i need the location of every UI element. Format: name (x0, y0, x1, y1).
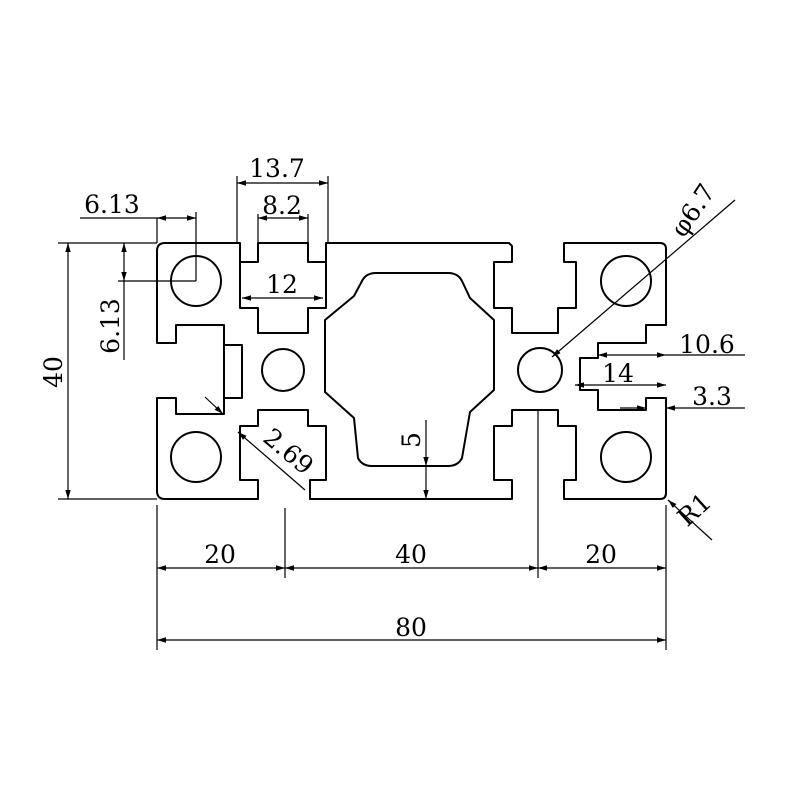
left-web (223, 345, 243, 398)
dim-right-slot-width: 14 (602, 359, 634, 388)
top-slot-inner (239, 262, 327, 334)
dim-middle-section: 40 (395, 540, 427, 569)
dim-side-edge-offset: 6.13 (96, 298, 125, 354)
hole-bottom-left (170, 431, 222, 483)
dim-slot-outer: 13.7 (249, 154, 305, 183)
dim-corner-radius: R1 (672, 487, 717, 532)
dim-slot-lip: 3.3 (692, 382, 732, 411)
hole-left-center (261, 348, 305, 392)
dim-slot-inner: 12 (266, 270, 298, 299)
dim-right-slot-depth: 10.6 (679, 330, 735, 359)
dim-slot-opening: 8.2 (262, 191, 302, 220)
dim-line-wall-thickness (204, 396, 224, 415)
hole-bottom-right (600, 431, 652, 483)
dim-core-wall: 5 (397, 432, 426, 448)
core-cavity (324, 272, 495, 467)
dim-left-section: 20 (204, 540, 236, 569)
dim-wall-thickness: 2.69 (258, 422, 319, 480)
dim-overall-width: 80 (395, 613, 427, 642)
dim-line-corner-radius (667, 499, 713, 541)
hole-top-right (600, 255, 652, 307)
dim-hole-diameter: φ6.7 (665, 178, 721, 242)
dim-line-hole-diameter (551, 199, 736, 358)
profile-outline (156, 242, 667, 500)
dim-top-edge-offset: 6.13 (84, 190, 140, 219)
dim-right-section: 20 (585, 540, 617, 569)
hole-right-center (517, 347, 563, 393)
dim-height: 40 (39, 356, 68, 388)
